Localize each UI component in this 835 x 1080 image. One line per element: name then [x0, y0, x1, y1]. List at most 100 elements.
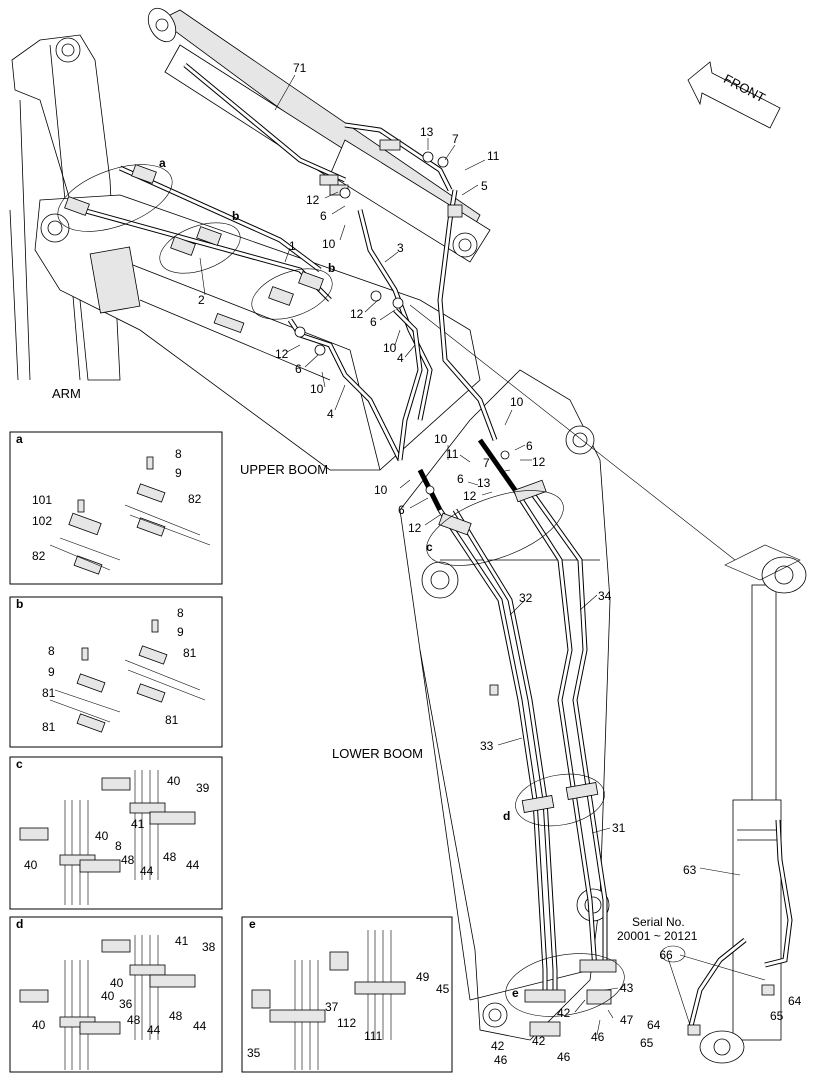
- inset-c-labels: c 40 39 41 40 8 40 48 48 44 44: [16, 757, 210, 878]
- callout-11: 11: [487, 149, 500, 163]
- inset-e-111: 111: [364, 1029, 383, 1043]
- inset-e-35: 35: [247, 1046, 261, 1060]
- inset-c-tag: c: [16, 757, 23, 771]
- callout-13: 13: [420, 125, 434, 139]
- inset-b-8a: 8: [177, 606, 184, 620]
- callout-31: 31: [612, 821, 626, 835]
- inset-c: [9, 756, 223, 910]
- callout-64b: 64: [647, 1018, 661, 1032]
- callout-71: 71: [293, 61, 307, 75]
- inset-a-8: 8: [175, 447, 182, 461]
- serial-label: Serial No.: [632, 915, 685, 929]
- callout-12f: 12: [408, 521, 422, 535]
- boom-cylinder-63: [687, 556, 807, 1064]
- inset-c-44b: 44: [186, 858, 200, 872]
- inset-e-112: 112: [337, 1016, 356, 1030]
- callout-3: 3: [397, 241, 404, 255]
- callout-10f: 10: [374, 483, 388, 497]
- inset-c-40a: 40: [167, 774, 181, 788]
- inset-b-9b: 9: [48, 665, 55, 679]
- inset-d-48a: 48: [127, 1013, 141, 1027]
- callout-46a: 46: [591, 1030, 605, 1044]
- inset-d-40c: 40: [32, 1018, 46, 1032]
- inset-d-tag: d: [16, 917, 23, 931]
- mark-c: c: [426, 540, 433, 554]
- detail-marks: a b b c d e: [159, 156, 519, 1000]
- callout-2: 2: [198, 293, 205, 307]
- callout-labels: 71 13 7 11 5 12 6 10 3 1 2 12 6 10 4 12 …: [198, 61, 802, 1067]
- inset-b-8b: 8: [48, 644, 55, 658]
- inset-b-9a: 9: [177, 625, 184, 639]
- inset-d-48b: 48: [169, 1009, 183, 1023]
- inset-c-8: 8: [115, 839, 122, 853]
- callout-7: 7: [452, 132, 459, 146]
- inset-b-81b: 81: [42, 686, 56, 700]
- inset-b-81a: 81: [183, 646, 197, 660]
- inset-a-102: 102: [32, 514, 52, 528]
- mark-d: d: [503, 809, 510, 823]
- callout-6f: 6: [398, 503, 405, 517]
- detail-ellipses: [57, 164, 686, 1017]
- inset-c-40c: 40: [24, 858, 38, 872]
- callout-6b: 6: [370, 315, 377, 329]
- callout-5: 5: [481, 179, 488, 193]
- callout-10b: 10: [383, 341, 397, 355]
- inset-e: [241, 916, 453, 1073]
- callout-47: 47: [620, 1013, 634, 1027]
- callout-10d: 10: [510, 395, 524, 409]
- inset-d-38: 38: [202, 940, 216, 954]
- inset-a-82a: 82: [188, 492, 202, 506]
- mark-b2: b: [328, 261, 335, 275]
- inset-c-44a: 44: [140, 864, 154, 878]
- inset-c-41: 41: [131, 817, 145, 831]
- region-labels: ARM UPPER BOOM LOWER BOOM FRONT Serial N…: [52, 71, 768, 943]
- upper-hoses: [74, 63, 498, 462]
- callout-66: 66: [659, 948, 673, 962]
- mark-a: a: [159, 156, 166, 170]
- callout-6c: 6: [295, 362, 302, 376]
- callout-46c: 46: [557, 1050, 571, 1064]
- mark-b1: b: [232, 209, 239, 223]
- callout-4a: 4: [397, 351, 404, 365]
- front-arrow: [687, 61, 781, 129]
- callout-32: 32: [519, 591, 533, 605]
- inset-c-48b: 48: [163, 850, 177, 864]
- callout-11b: 11: [446, 447, 459, 461]
- boom-hoses: [417, 438, 608, 1000]
- inset-b-81c: 81: [165, 713, 179, 727]
- callout-33: 33: [480, 739, 494, 753]
- callout-10e: 10: [434, 432, 448, 446]
- callout-43: 43: [620, 981, 634, 995]
- mark-e: e: [512, 986, 519, 1000]
- inset-c-39: 39: [196, 781, 210, 795]
- callout-7b: 7: [483, 456, 490, 470]
- callout-42a: 42: [557, 1006, 571, 1020]
- inset-a-tag: a: [16, 432, 23, 446]
- callout-12d: 12: [532, 455, 546, 469]
- inset-d-labels: d 41 38 40 40 36 40 48 48 44 44: [16, 917, 216, 1037]
- inset-d: [9, 916, 223, 1073]
- callout-10c: 10: [310, 382, 324, 396]
- inset-a-9: 9: [175, 466, 182, 480]
- inset-a-labels: a 8 9 101 102 82 82: [16, 432, 202, 563]
- callout-65a: 65: [770, 1009, 784, 1023]
- inset-e-49: 49: [416, 970, 430, 984]
- callout-63: 63: [683, 863, 697, 877]
- callout-13b: 13: [477, 476, 491, 490]
- callout-46b: 46: [494, 1053, 508, 1067]
- callout-10: 10: [322, 237, 336, 251]
- inset-e-37: 37: [325, 1000, 339, 1014]
- callout-42b: 42: [491, 1039, 505, 1053]
- lower-boom-label: LOWER BOOM: [332, 746, 423, 761]
- inset-d-36: 36: [119, 997, 133, 1011]
- inset-b-labels: b 8 9 8 9 81 81 81 81: [16, 597, 197, 734]
- callout-42c: 42: [532, 1034, 546, 1048]
- inset-d-44a: 44: [147, 1023, 161, 1037]
- inset-b-81d: 81: [42, 720, 56, 734]
- inset-d-40b: 40: [101, 989, 115, 1003]
- callout-12: 12: [306, 193, 320, 207]
- callout-64a: 64: [788, 994, 802, 1008]
- arm-label: ARM: [52, 386, 81, 401]
